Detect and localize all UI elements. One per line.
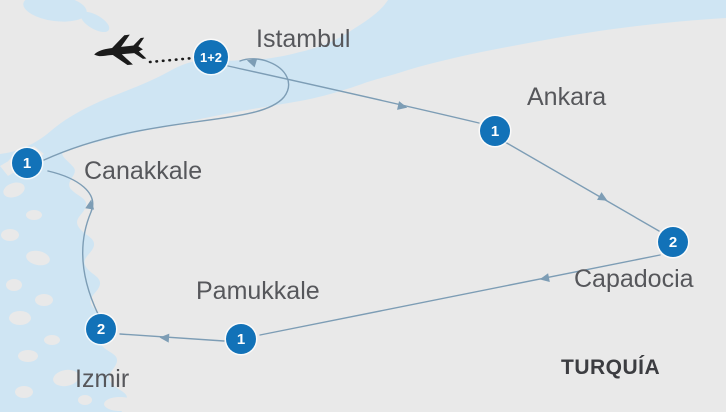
city-label-pamukkale: Pamukkale: [196, 277, 320, 305]
city-label-capadocia: Capadocia: [574, 265, 694, 293]
flight-path-dots: [148, 56, 196, 64]
route-arrowheads: [85, 58, 608, 343]
stop-badge-istambul: 1+2: [194, 40, 228, 74]
islands: [1, 152, 136, 411]
arrowhead-to-pamukkale: [539, 273, 550, 283]
route-lines: [43, 58, 661, 342]
arrowhead-to-izmir: [159, 333, 170, 343]
city-label-canakkale: Canakkale: [84, 157, 203, 185]
arrowhead-to-istambul: [246, 58, 258, 68]
airplane-silhouette: [94, 34, 147, 66]
coast-inlets: [23, 0, 110, 33]
route-izmir-canakkale: [47, 170, 99, 315]
arrowhead-to-ankara: [397, 101, 408, 110]
city-label-istambul: Istambul: [256, 25, 351, 53]
stop-badge-capadocia: 2: [658, 227, 688, 257]
route-ankara-capadocia: [504, 141, 660, 232]
route-canakkale-istambul: [43, 58, 290, 161]
land-anatolia: [62, 18, 726, 412]
arrowhead-to-capadocia: [597, 192, 608, 201]
route-istambul-ankara: [227, 65, 480, 124]
stop-badge-canakkale: 1: [12, 148, 42, 178]
land-thrace: [0, 0, 388, 154]
stop-badge-pamukkale: 1: [226, 324, 256, 354]
route-pamukkale-izmir: [119, 333, 225, 342]
city-label-ankara: Ankara: [527, 83, 607, 111]
country-label: TURQUÍA: [561, 356, 661, 379]
stop-badge-ankara: 1: [480, 116, 510, 146]
stop-badge-izmir: 2: [86, 314, 116, 344]
arrowhead-to-canakkale: [85, 199, 95, 210]
airplane-icon: [94, 34, 147, 66]
route-capadocia-pamukkale: [259, 254, 661, 336]
city-label-izmir: Izmir: [75, 365, 130, 393]
